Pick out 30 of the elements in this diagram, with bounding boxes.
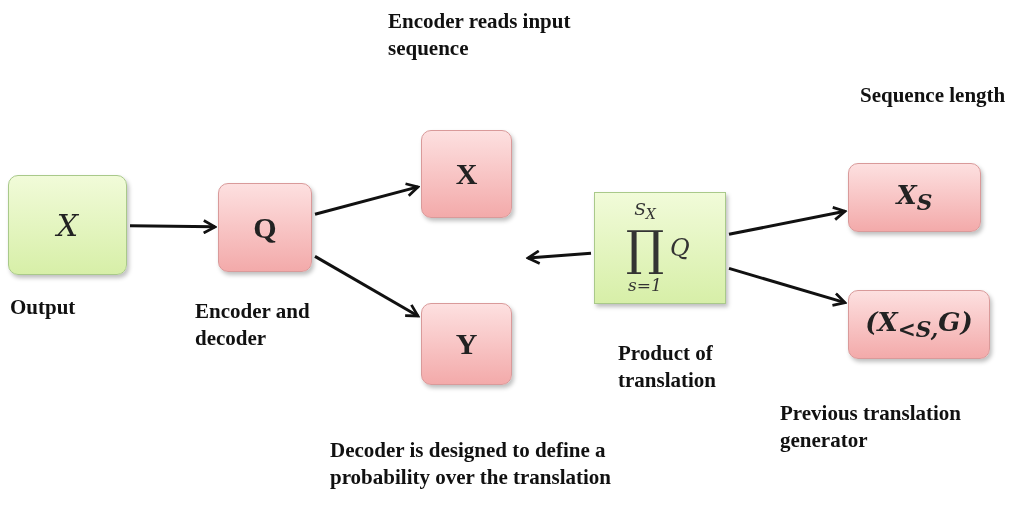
node-caption: Sequence length: [860, 82, 1007, 109]
arrow: [129, 219, 217, 235]
variable-label: X$_{S}$: [896, 179, 933, 216]
arrow: [526, 249, 592, 265]
arrow: [314, 255, 420, 318]
node-caption: Decoder is designed to define a probability over the translation: [330, 437, 612, 492]
formula-term: S$_{X}$: [634, 200, 656, 222]
node-caption: Previous translation generator: [780, 400, 963, 455]
arrow: [728, 266, 847, 307]
node-caption: Output: [10, 294, 77, 321]
formula-term: Q: [670, 236, 690, 260]
variable-label: Y: [455, 327, 478, 361]
variable-box: [848, 290, 990, 359]
product-symbol: ∏: [625, 224, 665, 272]
variable-label: (X$_{<S,}$G): [865, 306, 973, 343]
formula-box: [594, 192, 726, 304]
node-caption: Encoder and decoder: [195, 298, 311, 353]
variable-box: [421, 303, 512, 385]
node-caption: Product of translation: [618, 340, 717, 395]
variable-box: [8, 175, 127, 275]
variable-label: X: [56, 207, 79, 243]
formula-term: s=1: [628, 276, 662, 294]
variable-label: Q: [253, 210, 277, 245]
variable-box: [218, 183, 312, 272]
variable-box: [848, 163, 981, 232]
node-caption: Encoder reads input sequence: [388, 8, 572, 63]
arrow: [314, 182, 420, 216]
variable-label: X: [455, 157, 478, 191]
arrow: [728, 205, 847, 236]
variable-box: [421, 130, 512, 218]
